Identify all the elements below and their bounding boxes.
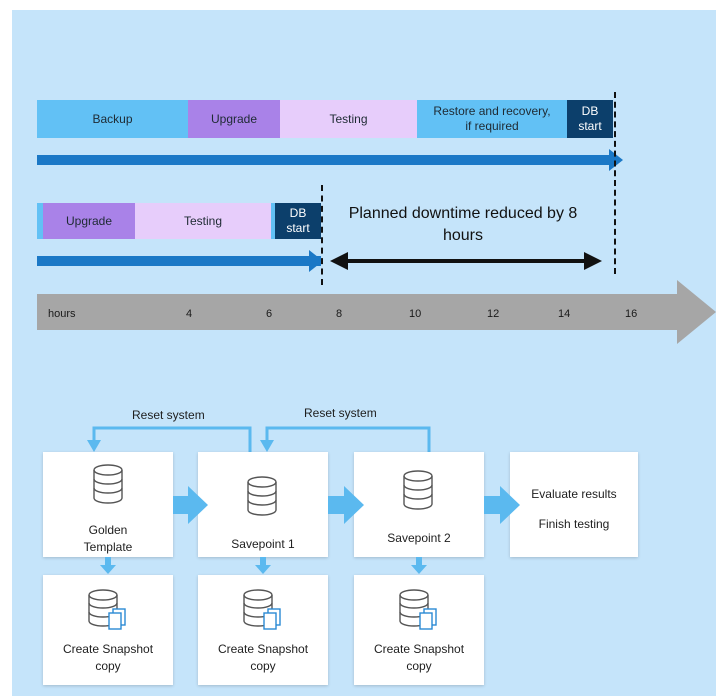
- axis-label-hours: hours: [48, 308, 76, 320]
- golden-template-label: Golden Template: [83, 523, 133, 554]
- row2-db-start-segment: DB start: [275, 203, 321, 239]
- axis-tick: 16: [625, 308, 638, 320]
- snapshot-copy-icon: [88, 589, 126, 630]
- row1-backup-segment: Backup: [37, 100, 188, 138]
- axis-tick: 14: [558, 308, 571, 320]
- row1-restore-segment: Restore and recovery, if required: [417, 100, 567, 138]
- axis-tick: 10: [409, 308, 422, 320]
- row1-upgrade-segment: Upgrade: [188, 100, 280, 138]
- flow-arrows: [173, 486, 520, 524]
- database-icon: [93, 464, 123, 504]
- row2-gap-sliver: [271, 203, 275, 239]
- database-icon: [247, 476, 277, 516]
- diagram-canvas: Backup Upgrade Testing Restore and recov…: [12, 10, 716, 696]
- snapshot-label-2: Create Snapshot copy: [217, 642, 309, 673]
- row1-duration-bar: [37, 155, 611, 165]
- snapshot-label-3: Create Snapshot copy: [373, 642, 465, 673]
- snapshot-card-3: Create Snapshot copy: [354, 575, 484, 685]
- finish-testing-label: Finish testing: [538, 517, 610, 531]
- downtime-double-arrow: [330, 252, 602, 270]
- row1-testing-segment: Testing: [280, 100, 417, 138]
- axis-tick: 6: [266, 308, 273, 320]
- snapshot-down-arrows: [100, 557, 427, 574]
- row2-testing-segment: Testing: [135, 203, 271, 239]
- row1-db-start-segment: DB start: [567, 100, 613, 138]
- golden-template-card: Golden Template: [43, 452, 173, 557]
- row2-upgrade-segment: Upgrade: [43, 203, 135, 239]
- row2-duration-arrowhead: [309, 250, 323, 272]
- snapshot-copy-icon: [243, 589, 281, 630]
- snapshot-copy-icon: [399, 589, 437, 630]
- row2-duration-bar: [37, 256, 321, 266]
- savepoint-1-card: Savepoint 1: [198, 452, 328, 557]
- reset-system-label-1: Reset system: [132, 408, 205, 422]
- row2-end-marker: [321, 185, 323, 285]
- evaluate-card: Evaluate results Finish testing: [510, 452, 638, 557]
- row1-end-marker: [614, 92, 616, 274]
- savepoint-2-card: Savepoint 2: [354, 452, 484, 557]
- row1-duration-arrowhead: [609, 149, 623, 171]
- snapshot-card-2: Create Snapshot copy: [198, 575, 328, 685]
- snapshot-label-1: Create Snapshot copy: [62, 642, 154, 673]
- savepoint-1-label: Savepoint 1: [231, 537, 295, 551]
- row2-lead-sliver: [37, 203, 43, 239]
- reset-loop-connectors: [87, 426, 431, 452]
- axis-tick: 8: [336, 308, 343, 320]
- hours-axis-arrow: [37, 280, 716, 344]
- downtime-note: Planned downtime reduced by 8 hours: [348, 205, 578, 245]
- evaluate-results-label: Evaluate results: [531, 487, 617, 501]
- savepoint-2-label: Savepoint 2: [387, 531, 451, 545]
- database-icon: [403, 470, 433, 510]
- reset-system-label-2: Reset system: [304, 406, 377, 420]
- axis-tick: 4: [186, 308, 193, 320]
- snapshot-card-1: Create Snapshot copy: [43, 575, 173, 685]
- axis-tick: 12: [487, 308, 500, 320]
